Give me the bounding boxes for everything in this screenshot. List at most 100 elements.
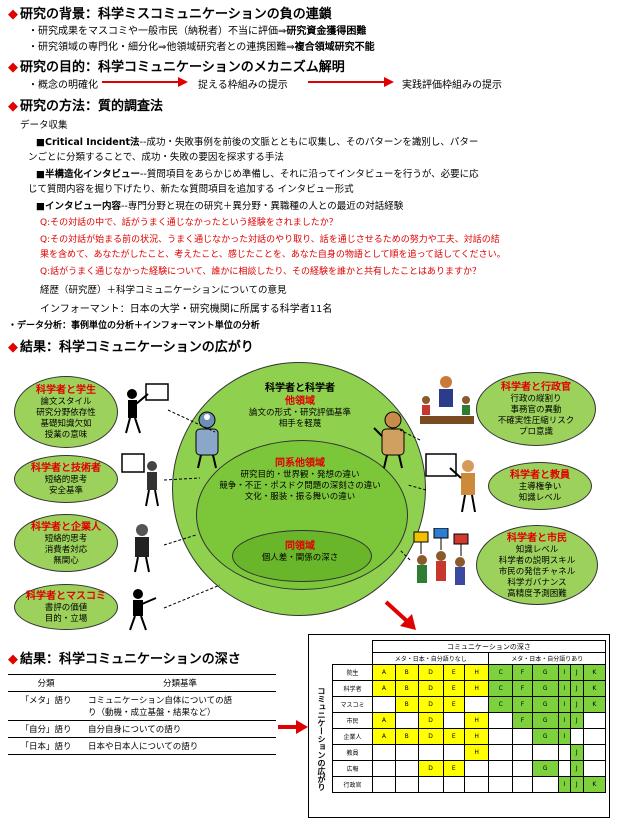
- bubble-media: 科学者とマスコミ 書評の価値 目的・立場: [14, 584, 118, 630]
- critical-incident-line-2: ンごとに分類することで、成功・失敗の要因を探求する手法: [28, 152, 284, 163]
- col-header-class: 分類: [8, 674, 84, 692]
- grid-no-meta-header: メタ・日本・自分語りなし: [371, 652, 490, 665]
- grid-cell: F: [511, 680, 534, 697]
- method-heading: ◆研究の方法：質的調査法: [8, 99, 164, 114]
- grid-cell: E: [442, 728, 465, 745]
- grid-cell: [557, 760, 572, 777]
- grid-cell: F: [511, 712, 534, 729]
- grid-cell: E: [442, 664, 465, 681]
- down-right-arrow-icon: [384, 600, 416, 630]
- grid-cell: [372, 760, 396, 777]
- grid-row-label: 市民: [332, 712, 373, 729]
- grid-cell: [488, 712, 513, 729]
- question-2-line-2: 果を含めて、あなたがしたこと、考えたこと、感じたことを、あなた自身の物語として順…: [40, 250, 506, 260]
- grid-title: コミュニケーションの深さ: [372, 640, 606, 653]
- grid-cell: C: [488, 664, 513, 681]
- center-same-system: 同系他領域 研究目的・世界観・発想の違い 競争・不正・ポスドク問題の深刻さの違い…: [219, 458, 381, 502]
- grid-cell: H: [463, 728, 490, 745]
- purpose-step-2: 捉える枠組みの提示: [198, 80, 288, 91]
- grid-cell: D: [417, 728, 444, 745]
- grid-cell: [442, 776, 465, 793]
- grid-cell: [463, 760, 490, 777]
- grid-cell: [394, 776, 419, 793]
- grid-cell: E: [442, 760, 465, 777]
- depth-classification-table: 分類 分類基準 「メタ」語り コミュニケーション自体についての語り（動機・成立基…: [8, 674, 276, 755]
- grid-cell: C: [488, 680, 513, 697]
- grid-cell: J: [570, 776, 584, 793]
- question-2-line-1: Q:その対話が始まる前の状況、うまく通じなかった対話のやり取り、話を通じさせるた…: [40, 235, 500, 245]
- purpose-step-3: 実践評価枠組みの提示: [402, 80, 502, 91]
- background-heading: ◆研究の背景：科学ミスコミュニケーションの負の連鎖: [8, 7, 332, 22]
- grid-cell: H: [463, 680, 490, 697]
- grid-with-meta-header: メタ・日本・自分語りあり: [488, 652, 606, 665]
- grid-cell: K: [582, 696, 607, 713]
- grid-row-label: 企業人: [332, 728, 373, 745]
- grid-cell: I: [557, 696, 572, 713]
- grid-cell: I: [557, 680, 572, 697]
- grid-cell: B: [394, 696, 419, 713]
- grid-cell: [582, 744, 607, 761]
- grid-cell: G: [532, 680, 559, 697]
- grid-cell: J: [570, 696, 584, 713]
- informant-line: インフォーマント：日本の大学・研究機関に所属する科学者11名: [40, 304, 333, 315]
- grid-cell: [511, 744, 534, 761]
- table-row: 「メタ」語り コミュニケーション自体についての語り（動機・成立基盤・結果など）: [8, 691, 276, 721]
- company-figure-icon: [134, 524, 150, 573]
- grid-cell: D: [417, 664, 444, 681]
- grid-cell: B: [394, 664, 419, 681]
- purpose-heading: ◆研究の目的：科学コミュニケーションのメカニズム解明: [8, 60, 345, 75]
- data-collection-label: データ収集: [20, 120, 68, 131]
- grid-row-label: マスコミ: [332, 696, 373, 713]
- teacher-figure-icon: [425, 453, 476, 513]
- grid-row-label: 広報: [332, 760, 373, 777]
- right-arrow-icon: [278, 720, 308, 734]
- grid-cell: [582, 760, 607, 777]
- student-figure-icon: [125, 383, 169, 434]
- grid-cell: J: [570, 712, 584, 729]
- background-line-2: ・研究領域の専門化・細分化⇒他領域研究者との連携困難⇒複合領域研究不能: [28, 42, 375, 53]
- analysis-line: ・データ分析：事例単位の分析＋インフォーマント単位の分析: [8, 321, 260, 331]
- grid-side-label: コミュニケーションの広がり: [317, 687, 326, 791]
- grid-row-label: 院生: [332, 664, 373, 681]
- grid-cell: D: [417, 712, 444, 729]
- depth-heading: ◆結果：科学コミュニケーションの深さ: [8, 652, 241, 667]
- grid-cell: G: [532, 664, 559, 681]
- grid-cell: [511, 760, 534, 777]
- grid-cell: [557, 744, 572, 761]
- table-row: 「日本」語り 日本や日本人についての語り: [8, 737, 276, 755]
- bubble-teacher: 科学者と教員 主導権争い 知識レベル: [488, 462, 592, 510]
- grid-cell: [488, 776, 513, 793]
- grid-cell: H: [463, 664, 490, 681]
- citizen-figure-icon: [413, 528, 469, 585]
- admin-figure-icon: [420, 376, 474, 424]
- bubble-student: 科学者と学生 論文スタイル 研究分野依存性 基礎知識欠如 授業の意味: [14, 376, 118, 448]
- grid-cell: [511, 728, 534, 745]
- grid-cell: [532, 776, 559, 793]
- grid-row-label: 科学者: [332, 680, 373, 697]
- grid-cell: F: [511, 696, 534, 713]
- grid-row-label: 行政官: [332, 776, 373, 793]
- step-arrow-2: [308, 81, 386, 83]
- grid-cell: B: [394, 728, 419, 745]
- grid-cell: G: [532, 712, 559, 729]
- step-arrow-1-head: [178, 77, 188, 87]
- question-3: Q:話がうまく通じなかった経験について、誰かに相談したり、その経験を誰かと共有し…: [40, 267, 482, 277]
- grid-cell: G: [532, 760, 559, 777]
- grid-cell: I: [557, 728, 572, 745]
- bubble-engineer: 科学者と技術者 短絡的思考 安全基準: [14, 455, 118, 503]
- bubble-citizen: 科学者と市民 知識レベル 科学者の説明スキル 市民の発信チャネル 科学ガバナンス…: [476, 525, 598, 605]
- bubble-company: 科学者と企業人 短絡的思考 消費者対応 無関心: [14, 514, 118, 572]
- career-line: 経歴（研究歴）＋科学コミュニケーションについての意見: [40, 285, 287, 296]
- grid-cell: J: [570, 744, 584, 761]
- background-line-1: ・研究成果をマスコミや一般市民（納税者）不当に評価⇒研究資金獲得困難: [28, 26, 367, 37]
- center-same-field: 同領域 個人差・関係の深さ: [261, 541, 339, 563]
- grid-cell: [417, 744, 444, 761]
- grid-cell: E: [442, 696, 465, 713]
- grid-cell: F: [511, 664, 534, 681]
- grid-cell: [488, 728, 513, 745]
- grid-cell: A: [372, 680, 396, 697]
